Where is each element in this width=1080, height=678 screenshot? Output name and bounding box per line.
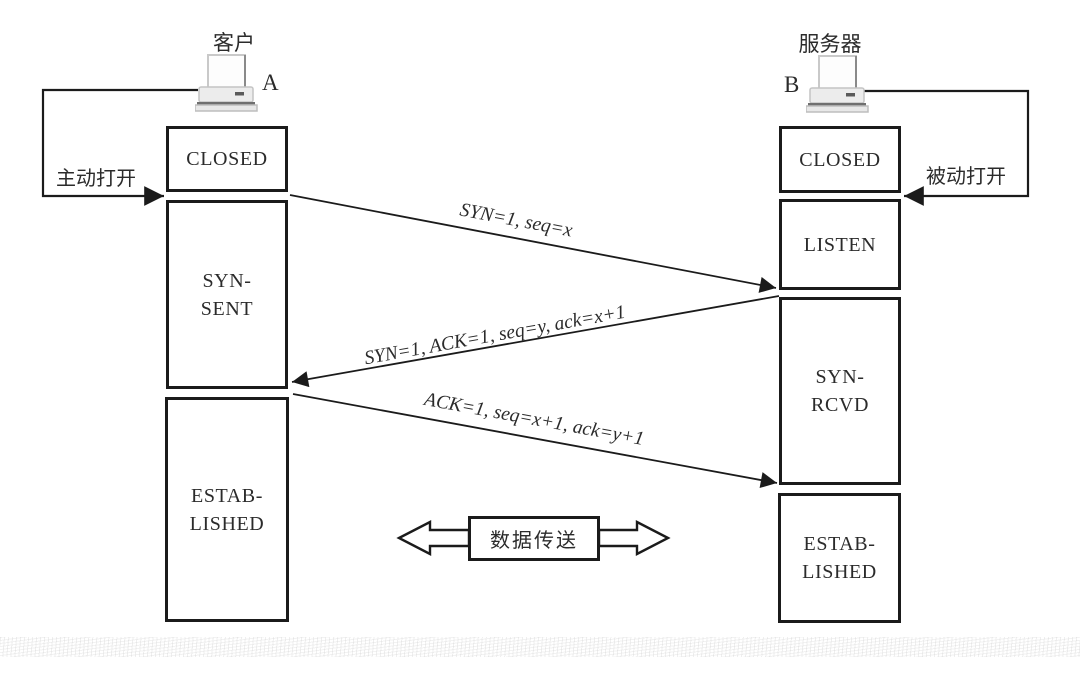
server-state-established-line1: ESTAB- bbox=[803, 533, 876, 555]
data-transfer-arrow-right bbox=[597, 520, 671, 556]
ack-arrow bbox=[292, 393, 778, 489]
data-transfer-box: 数据传送 bbox=[468, 516, 600, 561]
client-state-established-line2: LISHED bbox=[189, 512, 265, 535]
data-transfer-label: 数据传送 bbox=[490, 530, 578, 552]
client-state-closed-box: CLOSED bbox=[166, 126, 288, 192]
server-state-established-line2: LISHED bbox=[802, 561, 877, 583]
server-state-listen-label: LISTEN bbox=[803, 233, 877, 256]
server-state-closed-label: CLOSED bbox=[799, 148, 881, 171]
passive-open-label: 被动打开 bbox=[926, 166, 1006, 188]
data-transfer-arrow-left bbox=[396, 520, 471, 556]
server-state-syn-rcvd-line1: SYN- bbox=[815, 366, 865, 388]
passive-open-arrow bbox=[863, 89, 1030, 206]
client-letter: A bbox=[262, 70, 279, 95]
server-state-listen-box: LISTEN bbox=[779, 199, 901, 290]
client-computer-icon bbox=[195, 54, 258, 112]
server-computer-icon bbox=[806, 55, 869, 113]
client-state-established-line1: ESTAB- bbox=[191, 484, 263, 507]
client-state-established-box: ESTAB- LISHED bbox=[165, 397, 289, 622]
server-title: 服务器 bbox=[798, 32, 862, 56]
client-state-closed-label: CLOSED bbox=[186, 148, 268, 170]
server-state-syn-rcvd-box: SYN- RCVD bbox=[779, 297, 901, 485]
client-state-syn-sent-line2: SENT bbox=[200, 297, 254, 320]
server-state-syn-rcvd-line2: RCVD bbox=[811, 394, 869, 416]
client-state-syn-sent-box: SYN- SENT bbox=[166, 200, 288, 389]
client-state-syn-sent-line1: SYN- bbox=[202, 269, 252, 292]
server-letter: B bbox=[784, 72, 800, 97]
server-state-closed-box: CLOSED bbox=[779, 126, 901, 193]
active-open-label: 主动打开 bbox=[56, 168, 136, 190]
active-open-arrow bbox=[41, 88, 198, 206]
client-title: 客户 bbox=[213, 31, 255, 55]
syn-arrow bbox=[289, 194, 777, 293]
syn-ack-arrow bbox=[291, 295, 780, 388]
server-state-established-box: ESTAB- LISHED bbox=[778, 493, 901, 623]
scan-artifact-strip bbox=[0, 637, 1080, 657]
